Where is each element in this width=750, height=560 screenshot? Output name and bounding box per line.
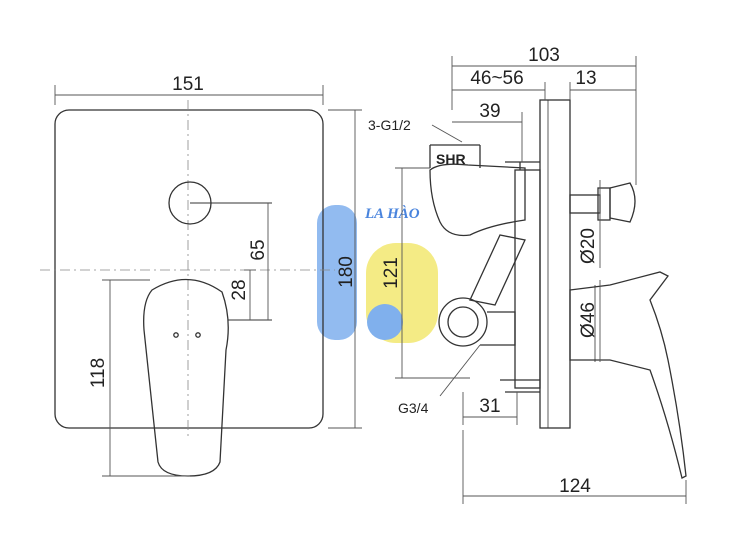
watermark-blue-bar xyxy=(317,205,357,340)
dim-31: 31 xyxy=(479,396,500,417)
lever-handle xyxy=(143,278,229,477)
watermark-blue-dot xyxy=(367,304,403,340)
inlet-leader xyxy=(439,344,481,397)
dim-121: 121 xyxy=(381,257,402,289)
cover-plate xyxy=(54,109,324,429)
side-lever-body xyxy=(569,271,687,479)
diverter-stem xyxy=(569,194,601,214)
dim-151: 151 xyxy=(172,74,204,95)
front-dimensions xyxy=(54,85,362,477)
watermark-text: LA HÀO xyxy=(364,205,420,222)
valve-body xyxy=(514,169,541,389)
dim-28: 28 xyxy=(229,279,250,300)
lever-hole-left xyxy=(173,332,179,338)
dim-39: 39 xyxy=(479,101,500,122)
inlet-inner xyxy=(447,306,479,338)
dim-20: Ø20 xyxy=(578,228,599,264)
label-outlets: 3-G1/2 xyxy=(368,117,411,133)
dim-124: 124 xyxy=(559,476,591,497)
dim-13: 13 xyxy=(575,68,596,89)
shower-outlet xyxy=(429,163,526,237)
label-inlet: G3/4 xyxy=(398,400,429,416)
connector-pipe xyxy=(469,234,526,306)
dim-103: 103 xyxy=(528,45,560,66)
label-shower: SHR xyxy=(436,151,466,167)
side-dimensions xyxy=(395,56,687,504)
dim-180: 180 xyxy=(336,256,357,288)
front-view xyxy=(40,100,335,477)
lever-hole-right xyxy=(195,332,201,338)
dim-46-56: 46~56 xyxy=(470,68,523,89)
dim-118: 118 xyxy=(88,358,109,388)
diverter-knob xyxy=(609,182,636,223)
dim-65: 65 xyxy=(248,239,269,260)
dim-46: Ø46 xyxy=(578,302,599,338)
inlet-outer xyxy=(438,297,488,347)
side-view xyxy=(429,99,687,479)
mounting-plate xyxy=(539,99,571,429)
outlet-leader xyxy=(431,124,463,143)
